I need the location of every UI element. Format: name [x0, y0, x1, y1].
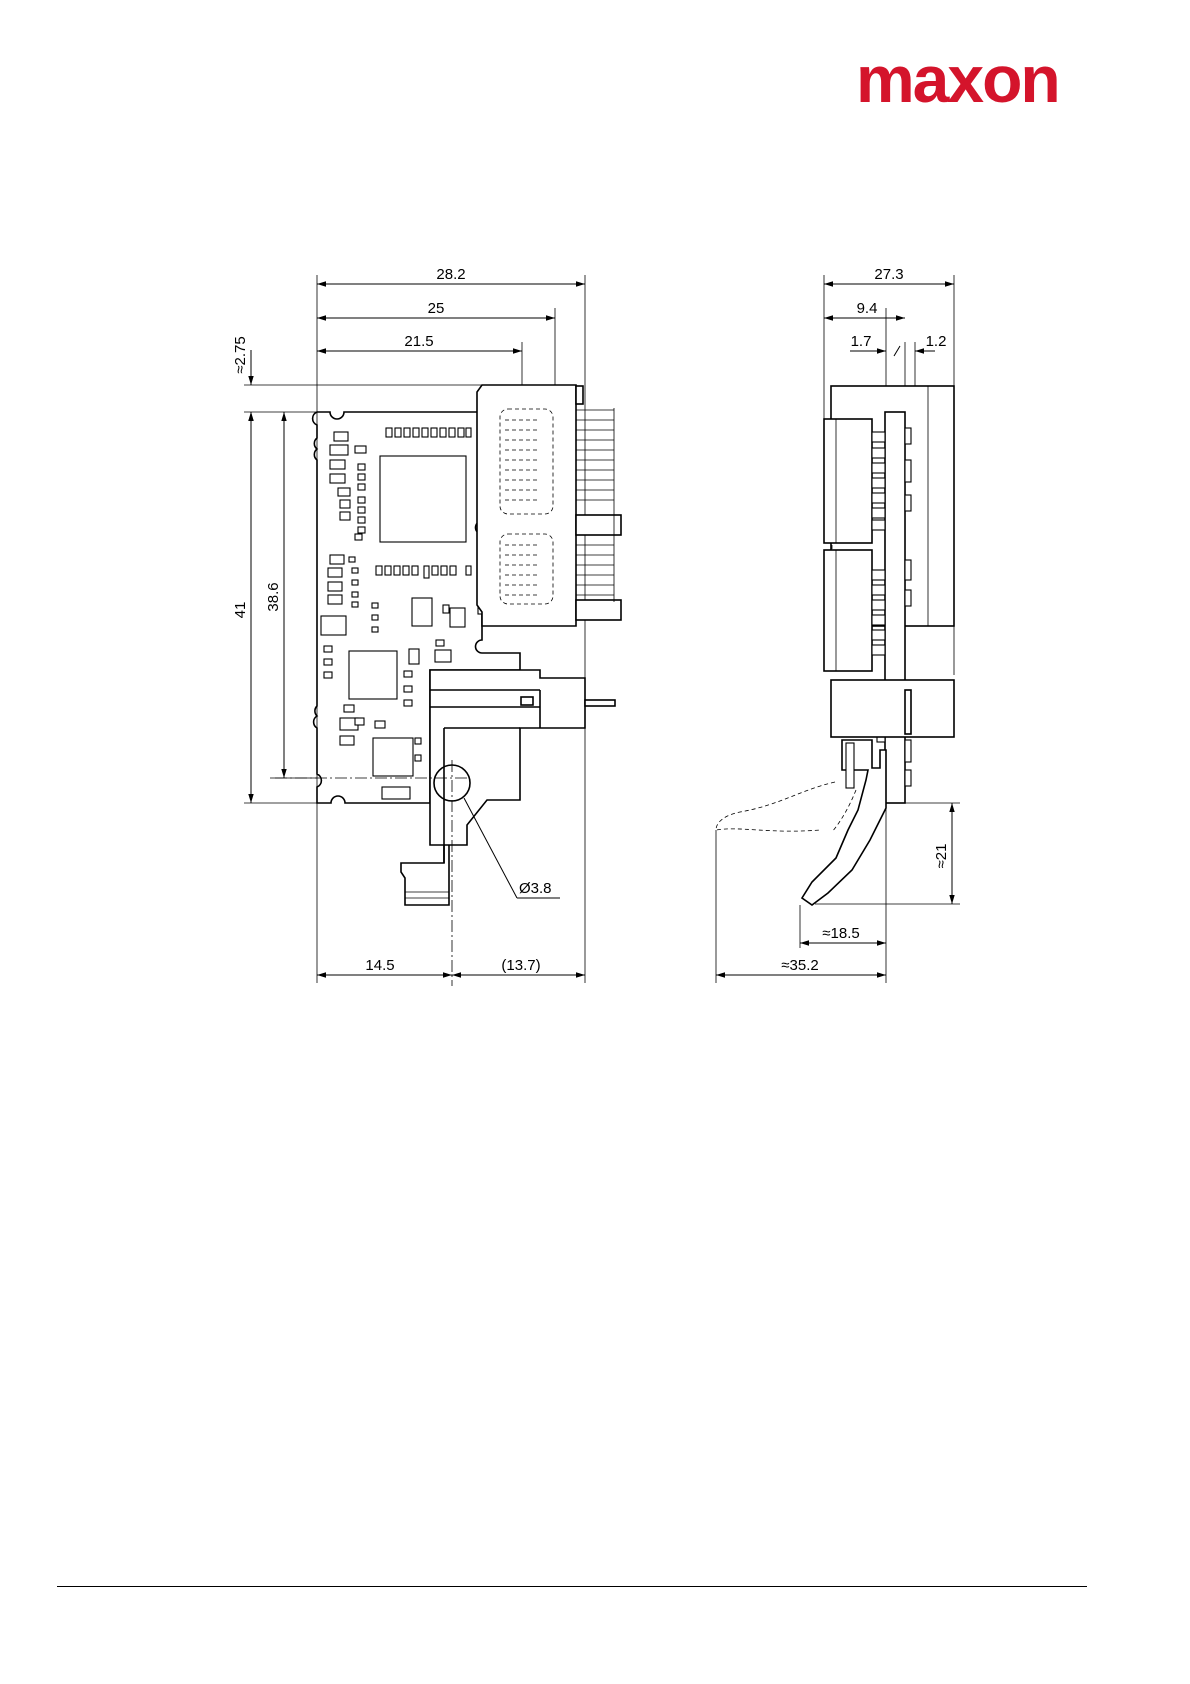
dim-connector-offset: 21.5: [404, 333, 433, 350]
dim-top-offset: ≈2.75: [232, 336, 249, 373]
dim-overall-depth: 27.3: [874, 266, 903, 283]
dim-hole-diameter: Ø3.8: [519, 880, 552, 897]
connector-block: [477, 385, 576, 626]
dim-left-to-cable: 14.5: [365, 957, 394, 974]
dim-cable-reach: ≈35.2: [781, 957, 818, 974]
footer-rule: [57, 1586, 1087, 1587]
dim-cable-bend: ≈18.5: [822, 925, 859, 942]
bent-cable: [802, 740, 886, 905]
pcb-edge: [885, 412, 905, 803]
front-view: 28.2 25 21.5 ≈2.75 41 38.6: [232, 266, 621, 986]
dim-depth-to-board: 9.4: [857, 300, 878, 317]
dim-overall-width: 28.2: [436, 266, 465, 283]
cable-housing: [401, 670, 585, 905]
dim-board-thickness: 1.7: [851, 333, 872, 350]
side-view: 27.3 9.4 1.7 1.2: [716, 266, 960, 983]
dim-board-height: 38.6: [265, 582, 282, 611]
dim-overall-height: 41: [232, 602, 249, 619]
dim-cable-to-right: (13.7): [501, 957, 540, 974]
dim-cable-drop: ≈21: [933, 844, 950, 869]
dim-board-width: 25: [428, 300, 445, 317]
dim-rear-clearance: 1.2: [926, 333, 947, 350]
